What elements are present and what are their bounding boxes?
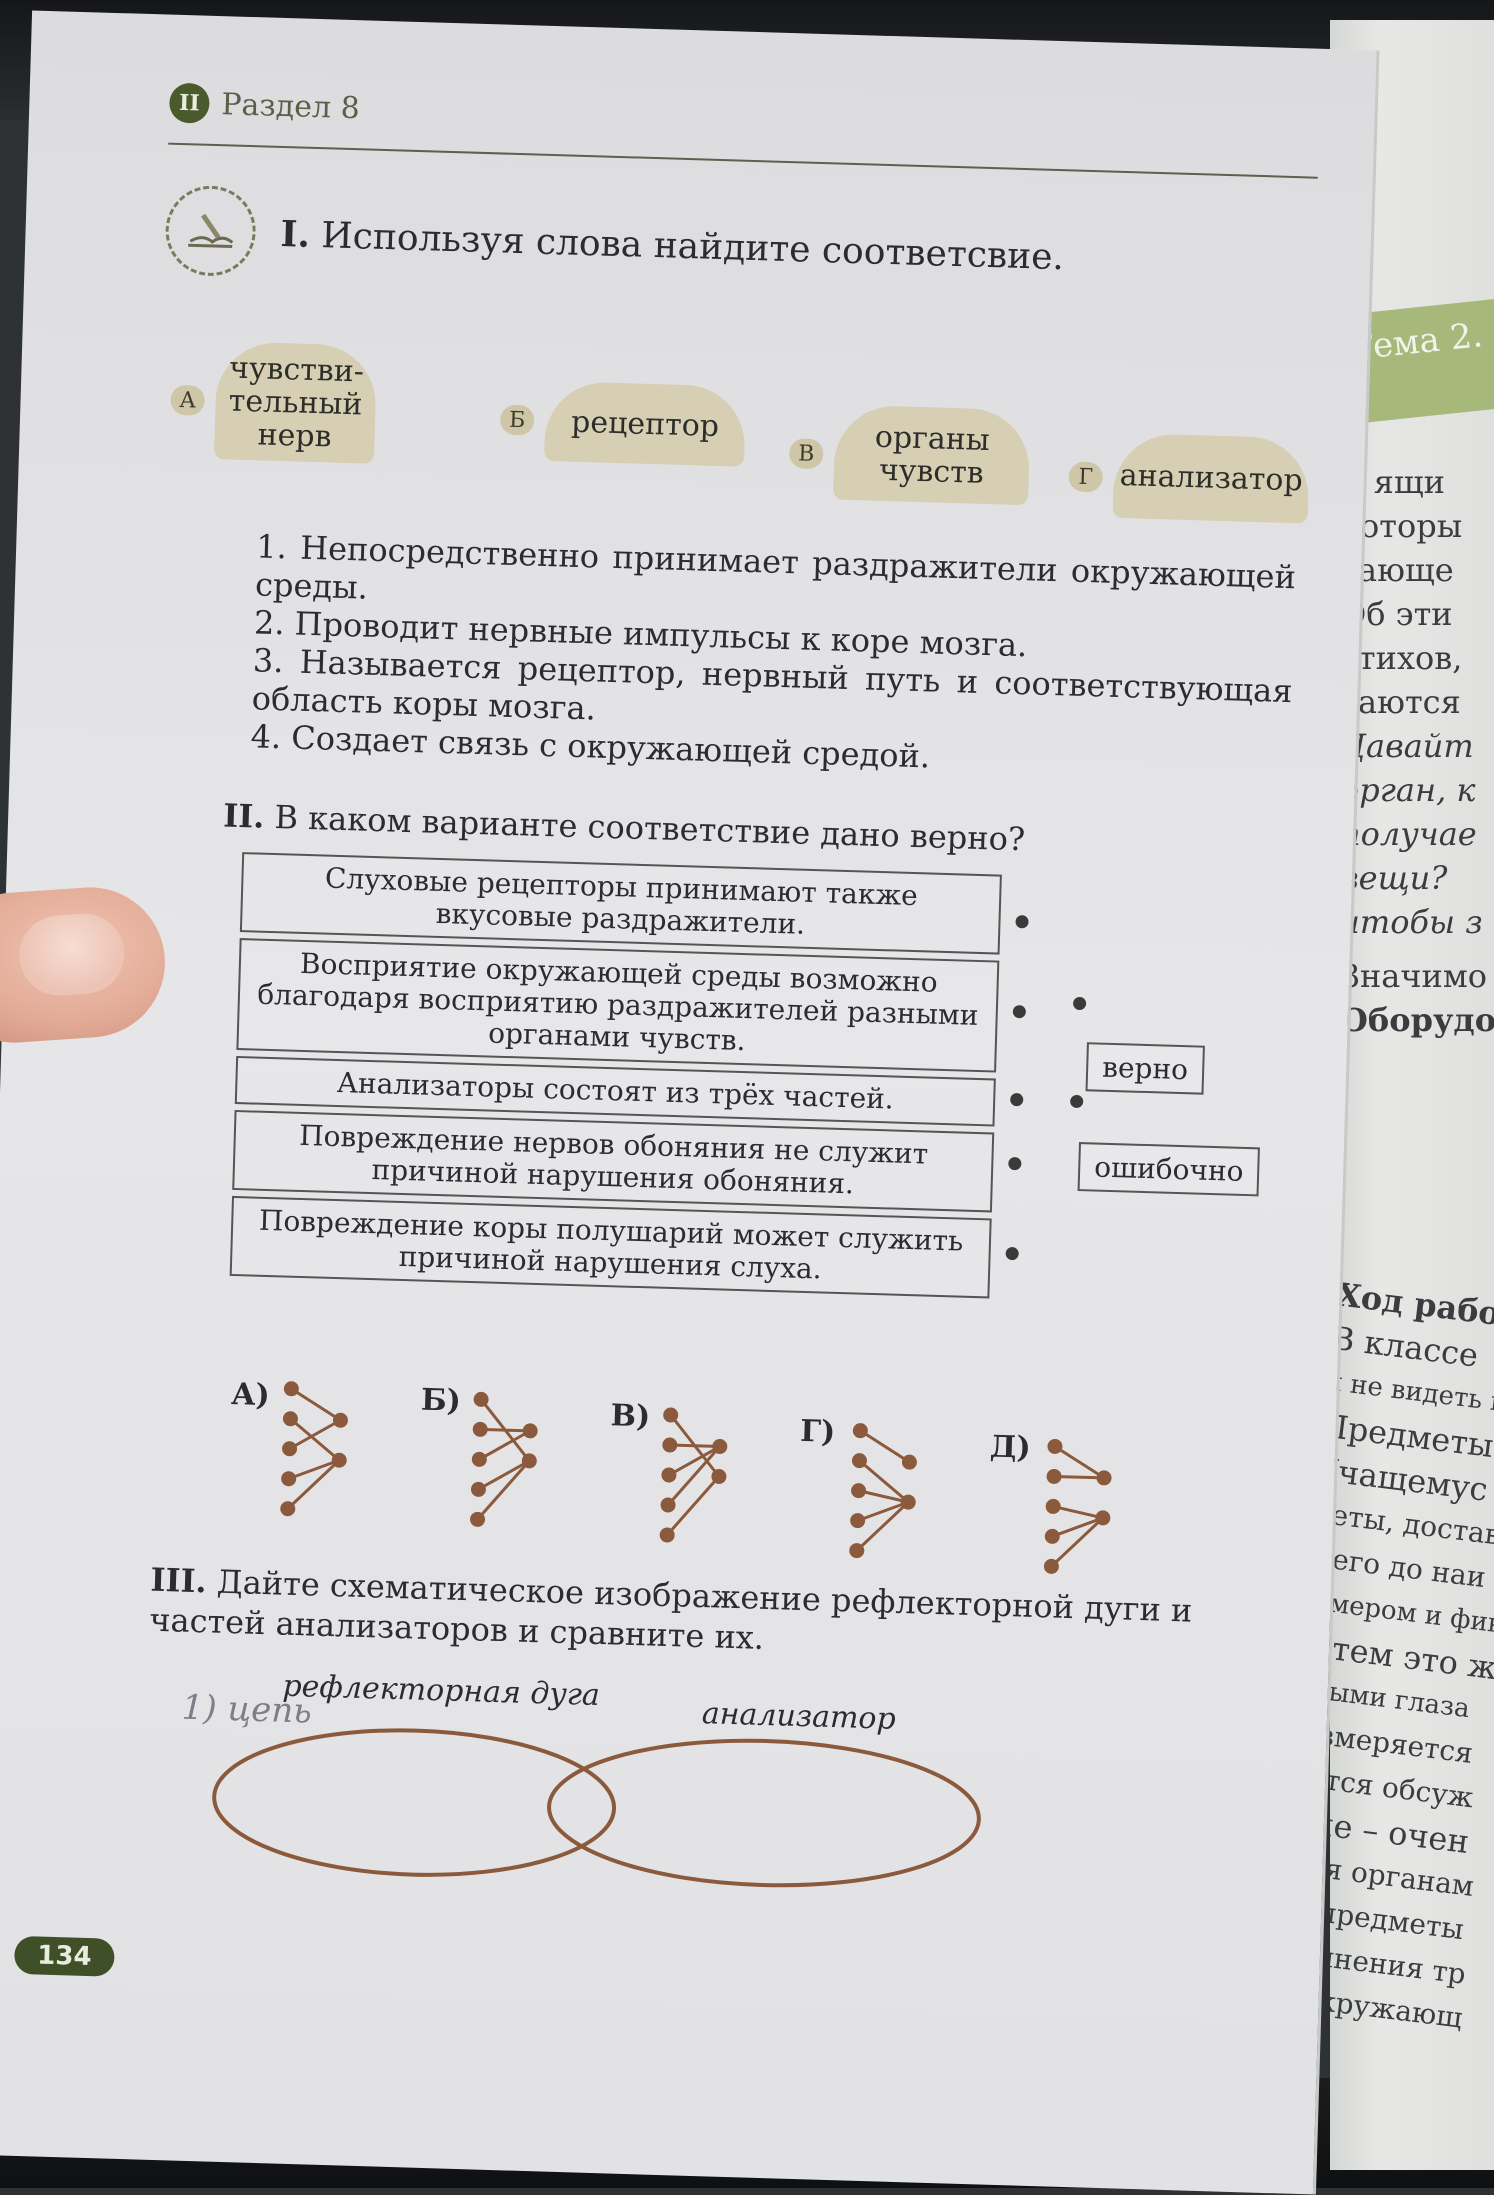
right-line: вещи? <box>1340 859 1448 897</box>
term-letter: Г <box>1068 461 1104 493</box>
term-letter: Б <box>499 404 535 436</box>
right-page-lower-text: Ход рабо В классе Чтобы не видеть п Пред… <box>1330 1260 1494 2041</box>
option-d[interactable]: Д) <box>985 1430 1130 1604</box>
right-line: Значимо <box>1340 957 1487 995</box>
answer-incorrect[interactable]: ошибочно <box>1077 1142 1261 1197</box>
term-text: органы чувств <box>832 404 1031 506</box>
option-label: Д) <box>989 1429 1032 1466</box>
connector-dot[interactable] <box>1070 1094 1084 1109</box>
task1-items: 1. Непосредственно принимает раздражител… <box>250 527 1296 786</box>
task2-number: II. <box>222 796 265 836</box>
term-text: рецептор <box>543 380 747 467</box>
option-label: Б) <box>420 1382 462 1419</box>
matching-options: А) Б) <box>226 1377 1131 1584</box>
right-line: Давайт <box>1340 727 1474 765</box>
section-label: Раздел 8 <box>220 86 361 126</box>
connector-dot[interactable] <box>1072 996 1087 1011</box>
option-a[interactable]: А) <box>227 1377 362 1551</box>
workbook-page: II Раздел 8 I. Используя слова найдите с… <box>0 10 1380 2195</box>
statement-boxes: Слуховые рецепторы принимают также вкусо… <box>229 852 1002 1304</box>
right-line: орган, к <box>1340 771 1476 809</box>
term-options: А чувстви- тельный нерв Б рецептор В орг… <box>168 340 1322 534</box>
option-v-diagram <box>659 1407 728 1543</box>
task2-text: В каком варианте соответствие дано верно… <box>273 798 1026 859</box>
right-line: чтобы з <box>1340 903 1483 941</box>
section-badge: II <box>168 82 211 124</box>
task1-number: I. <box>279 212 311 256</box>
statement-box: Восприятие окружающей среды возможно бла… <box>236 938 1000 1073</box>
venn-diagram[interactable] <box>206 1707 1012 1931</box>
connector-dot[interactable] <box>1015 915 1029 929</box>
section-header: II Раздел 8 <box>168 82 361 129</box>
option-label: В) <box>610 1398 651 1435</box>
option-b-diagram <box>470 1391 538 1527</box>
right-line: стихов, <box>1340 639 1463 677</box>
connector-dot[interactable] <box>1012 1005 1027 1019</box>
writing-task-icon <box>164 184 257 278</box>
right-line: ваются <box>1340 683 1461 721</box>
venn-circle-left <box>212 1728 617 1877</box>
task2-title: II. В каком варианте соответствие дано в… <box>223 797 1026 859</box>
statement-box: Повреждение нервов обоняния не служит пр… <box>232 1109 995 1213</box>
option-label: Г) <box>799 1413 836 1450</box>
connector-dot[interactable] <box>1005 1246 1019 1261</box>
page-number: 134 <box>13 1935 115 1977</box>
answer-correct[interactable]: верно <box>1085 1042 1205 1095</box>
fingernail <box>16 911 127 999</box>
option-a-diagram <box>280 1381 348 1517</box>
option-g[interactable]: Г) <box>796 1414 931 1588</box>
header-rule <box>168 142 1318 179</box>
connector-dot[interactable] <box>1008 1156 1022 1171</box>
statement-box: Повреждение коры полушарий может служить… <box>229 1195 992 1299</box>
option-label: А) <box>230 1376 271 1414</box>
option-d-diagram <box>1043 1438 1112 1574</box>
right-line: Оборудо <box>1340 1001 1494 1039</box>
option-b[interactable]: Б) <box>417 1383 552 1557</box>
venn-circle-right <box>547 1738 981 1888</box>
task3-number: III. <box>150 1560 208 1601</box>
connector-dot[interactable] <box>1010 1092 1024 1107</box>
term-letter: В <box>788 438 824 470</box>
term-text: чувстви- тельный нерв <box>213 341 378 464</box>
right-line: получае <box>1340 815 1477 853</box>
term-text: анализатор <box>1112 432 1310 524</box>
term-letter: А <box>170 384 206 416</box>
venn-label-left: рефлекторная дуга <box>281 1668 601 1714</box>
statement-box: Слуховые рецепторы принимают также вкусо… <box>239 852 1002 955</box>
option-g-diagram <box>849 1423 917 1559</box>
task1-title: I. Используя слова найдите соответсвие. <box>280 213 1065 278</box>
task1-text: Используя слова найдите соответсвие. <box>320 215 1065 279</box>
option-v[interactable]: В) <box>606 1398 741 1572</box>
